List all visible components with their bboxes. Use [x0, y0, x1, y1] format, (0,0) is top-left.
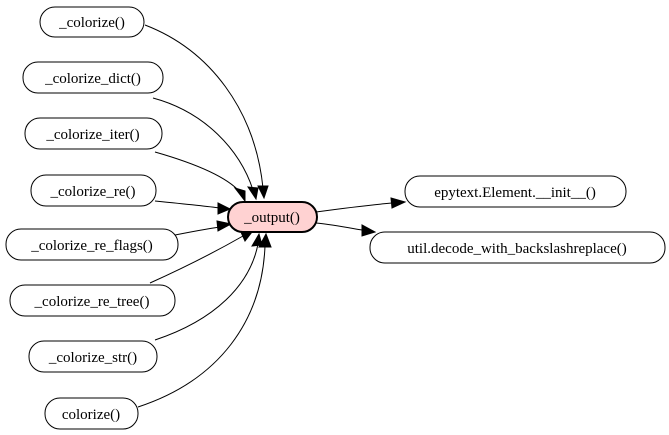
node-label: _colorize() — [58, 15, 125, 31]
arrowhead — [251, 232, 263, 247]
edge-colorize-to-output — [144, 24, 264, 189]
caller-node-colorize[interactable]: _colorize() — [39, 6, 145, 38]
arrowhead — [258, 232, 272, 248]
edge-colorize-str-to-output — [154, 243, 259, 341]
node-label: _colorize_re_flags() — [30, 238, 153, 254]
edge-colorize-iter-to-output — [154, 151, 241, 193]
edge-colorize-public-to-output — [137, 245, 266, 408]
caller-node-colorize-public[interactable]: colorize() — [44, 397, 139, 430]
edge-output-to-element-init — [315, 202, 393, 213]
arrowhead — [257, 185, 269, 200]
node-label: epytext.Element.__init__() — [434, 185, 596, 201]
node-label: _colorize_iter() — [45, 127, 139, 143]
center-node-output[interactable]: _output() — [227, 201, 318, 233]
node-label: _colorize_re() — [50, 184, 136, 200]
callee-node-element-init[interactable]: epytext.Element.__init__() — [404, 175, 627, 208]
node-label: colorize() — [62, 407, 120, 423]
node-label: util.decode_with_backslashreplace() — [407, 241, 627, 257]
node-label: _colorize_str() — [48, 350, 137, 366]
caller-node-colorize-str[interactable]: _colorize_str() — [28, 340, 158, 373]
caller-node-colorize-re-flags[interactable]: _colorize_re_flags() — [5, 228, 179, 261]
caller-node-colorize-re[interactable]: _colorize_re() — [30, 174, 157, 207]
arrowhead — [217, 202, 232, 215]
arrowhead — [246, 186, 259, 201]
arrowhead — [233, 187, 246, 203]
edge-colorize-dict-to-output — [152, 97, 254, 191]
node-label: _colorize_dict() — [44, 71, 141, 87]
edge-colorize-re-to-output — [154, 200, 221, 209]
arrowhead — [216, 220, 233, 232]
arrowhead — [390, 197, 407, 209]
node-label: _output() — [243, 210, 300, 226]
edge-output-to-decode — [315, 222, 363, 231]
node-label: _colorize_re_tree() — [34, 294, 150, 310]
caller-node-colorize-dict[interactable]: _colorize_dict() — [22, 61, 164, 94]
arrowhead — [361, 224, 377, 237]
caller-node-colorize-re-tree[interactable]: _colorize_re_tree() — [9, 284, 176, 317]
caller-node-colorize-iter[interactable]: _colorize_iter() — [24, 117, 163, 150]
edge-colorize-re-tree-to-output — [149, 235, 244, 284]
callee-node-decode-with-backslashreplace[interactable]: util.decode_with_backslashreplace() — [369, 231, 666, 264]
